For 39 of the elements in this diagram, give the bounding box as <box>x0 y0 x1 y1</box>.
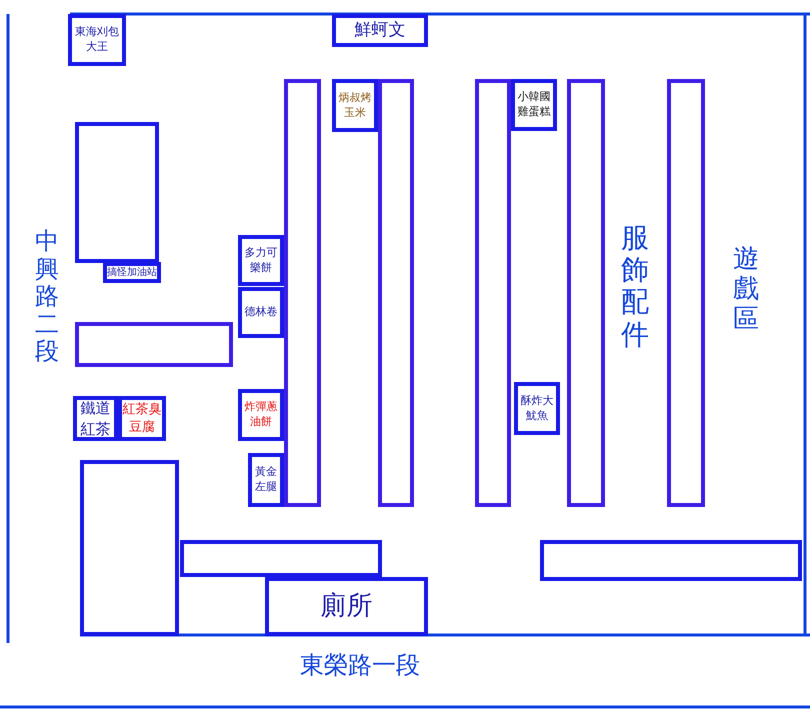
stall-name: 炳叔烤玉米 <box>338 90 372 120</box>
stall-name: 搞怪加油站 <box>107 266 157 280</box>
stall-row-box <box>378 79 414 507</box>
stall-box <box>238 287 284 338</box>
stall-name: 多力可樂餅 <box>244 246 278 276</box>
stall-box <box>238 235 284 286</box>
stall-box <box>511 79 557 131</box>
stall-name: 黃金左腿 <box>254 465 278 495</box>
stall-row-box <box>567 79 605 507</box>
stall-box <box>68 14 126 66</box>
restroom-label: 廁所 <box>320 590 372 623</box>
stall-box <box>332 14 428 47</box>
stall-box <box>238 389 284 441</box>
restroom-box <box>265 577 428 636</box>
stall-row-box <box>284 79 321 507</box>
store-box <box>75 122 159 263</box>
stall-box <box>332 79 378 132</box>
stall-name: 東海刈包大王 <box>74 25 120 55</box>
road-name: 中興路二段 <box>34 228 60 366</box>
stall-box <box>103 262 161 283</box>
store-box <box>80 460 179 636</box>
stall-row-box <box>475 79 511 507</box>
stall-row-box <box>75 322 233 367</box>
stall-name: 小韓國雞蛋糕 <box>516 90 552 120</box>
stall-box <box>514 382 560 435</box>
stall-name: 酥炸大魷魚 <box>520 394 554 424</box>
section-label: 遊戲區 <box>732 245 760 335</box>
stall-box <box>73 396 118 441</box>
stall-name: 紅茶臭豆腐 <box>122 400 162 436</box>
road-name: 東榮路一段 <box>299 652 421 680</box>
stall-name: 鐵道紅茶 <box>80 398 112 439</box>
stall-row-box <box>180 540 382 577</box>
section-label: 服飾配件 <box>620 222 650 351</box>
stall-name: 炸彈蔥油餅 <box>244 400 278 430</box>
stall-name: 德林卷 <box>244 305 278 320</box>
stall-box <box>248 453 284 507</box>
stall-row-box <box>667 79 705 507</box>
stall-row-box <box>540 540 802 581</box>
stall-name: 鮮蚵文 <box>354 19 406 42</box>
